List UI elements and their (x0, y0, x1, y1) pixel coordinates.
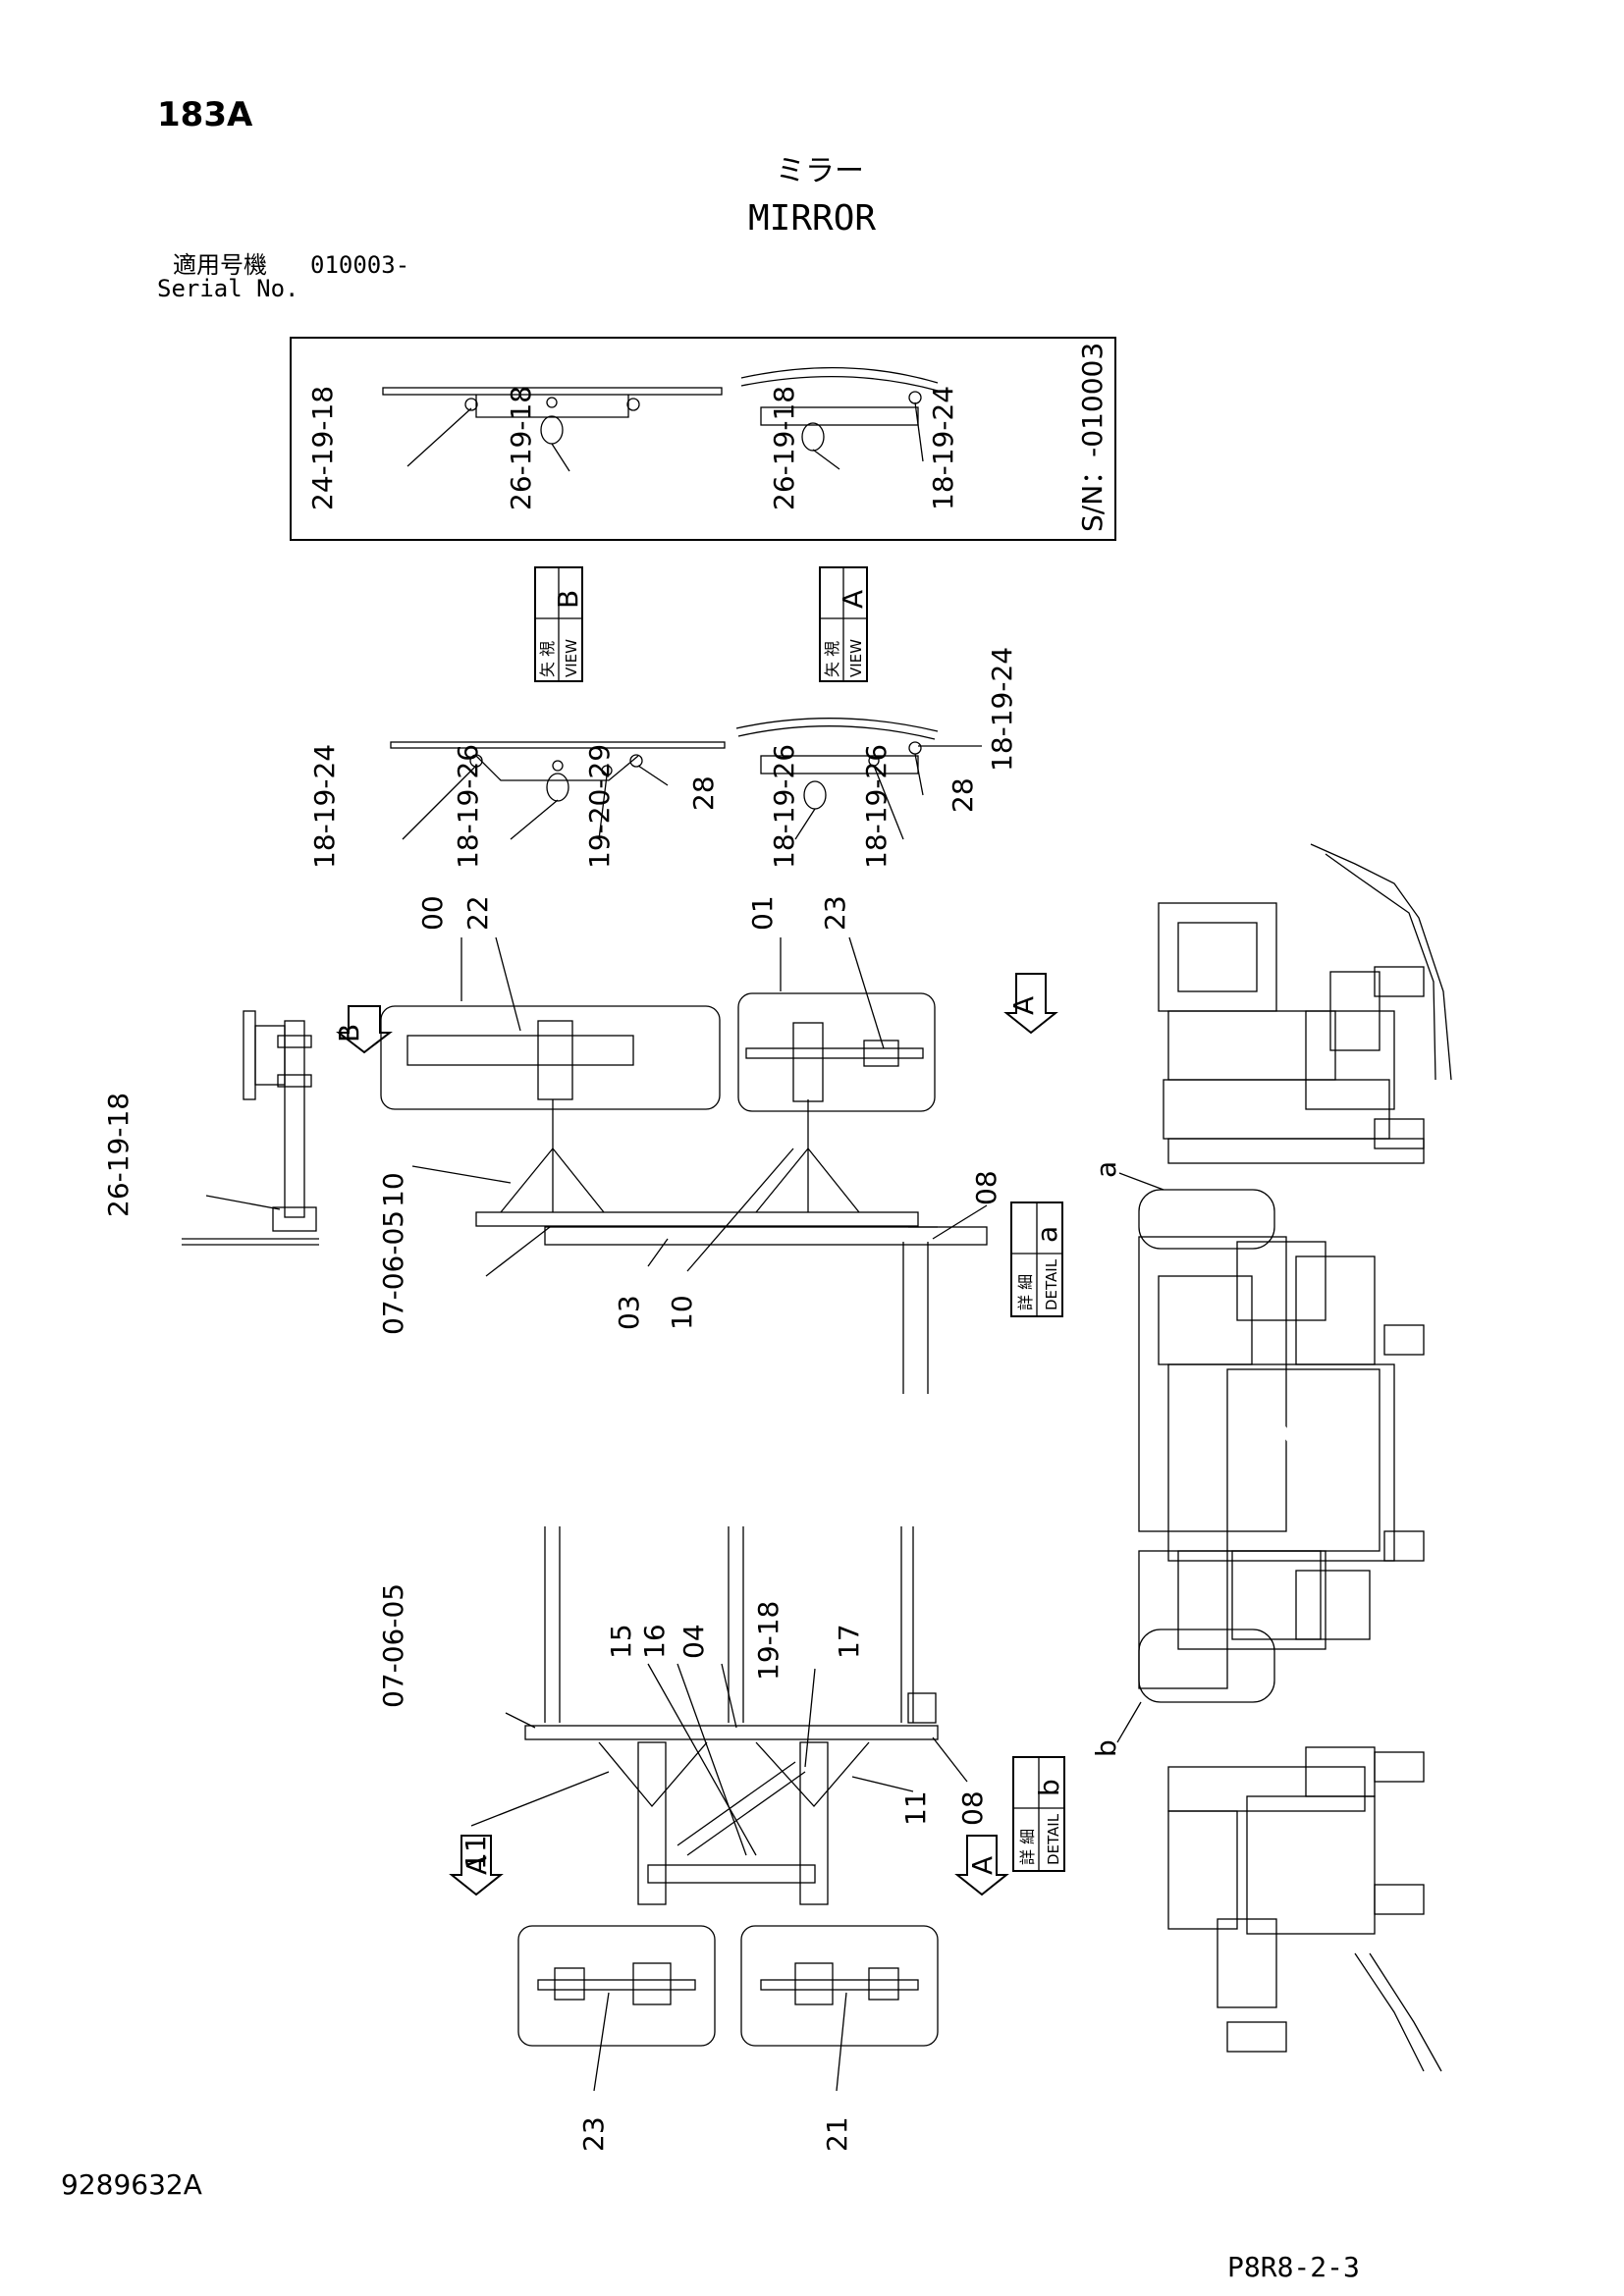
callout-label: 矢 視 (823, 641, 841, 677)
callout-label: 21 (821, 2116, 853, 2152)
detail-a-drawing (380, 992, 988, 1394)
view-arrow-b: B (333, 1005, 393, 1054)
document-number: 9289632A (61, 2168, 202, 2201)
callout-label: 28 (947, 777, 979, 813)
detail-b-drawing (517, 1526, 939, 2047)
callout-label: B (333, 1024, 365, 1042)
callout-label: 11 (460, 1835, 492, 1870)
callout-label: 22 (461, 895, 494, 931)
callout-label: 18-19-26 (860, 744, 893, 869)
serial-box-callout: 26-19-18 (768, 386, 800, 510)
callout-label: VIEW (847, 639, 865, 677)
callout-label: 矢 視 (538, 641, 557, 677)
serial-box-callout: 18-19-24 (927, 386, 959, 510)
side-view-drawing: 26-19-18 (102, 1010, 319, 1246)
title-english: MIRROR (748, 198, 877, 239)
callout-label: 詳 細 (1016, 1274, 1035, 1310)
callout-label: 19-18 (752, 1601, 785, 1681)
callout-label: 15 (605, 1624, 637, 1659)
callout-label: 10 (666, 1295, 698, 1330)
detail-b-callouts: 07-06-05 15 16 04 19-18 17 11 11 08 23 2… (377, 1583, 989, 2152)
callout-label: 11 (899, 1790, 932, 1826)
callout-label: 18-19-24 (308, 744, 341, 869)
machine-overview-drawing: a b (1090, 843, 1452, 2072)
callout-label: 18-19-24 (986, 647, 1018, 772)
page-number: 183A (157, 95, 253, 134)
callout-label: 07-06-05 (377, 1210, 409, 1335)
serial-value: 010003- (310, 251, 410, 279)
callout-label: 08 (956, 1790, 989, 1826)
callout-label: 04 (677, 1624, 710, 1659)
view-marker-a: 矢 視 VIEW A (819, 566, 869, 682)
callout-label: DETAIL (1043, 1258, 1060, 1310)
callout-label: 10 (377, 1172, 409, 1207)
callout-label: A (837, 590, 869, 609)
serial-label-english: Serial No. (157, 275, 299, 302)
callout-label: 00 (416, 895, 449, 931)
callout-label: 18-19-26 (452, 744, 484, 869)
callout-label: 16 (638, 1624, 671, 1659)
callout-label: B (552, 590, 584, 609)
view-a-drawing: 18-19-26 18-19-26 28 18-19-24 (735, 647, 1018, 869)
callout-label: 28 (687, 775, 720, 811)
callout-label: a (1090, 1161, 1122, 1178)
callout-label: b (1090, 1739, 1122, 1757)
detail-a-callouts: 00 22 01 23 10 08 07-06-05 03 10 (377, 895, 1002, 1335)
callout-label: 01 (746, 895, 779, 931)
sheet-reference: P8R8-2-3 (1227, 2251, 1360, 2283)
callout-label: 26-19-18 (102, 1093, 135, 1217)
callout-label: A (1007, 996, 1040, 1015)
serial-box-callout: 26-19-18 (505, 386, 537, 510)
serial-box-callout: 24-19-18 (306, 386, 339, 510)
title-japanese: ミラー (776, 154, 864, 188)
callout-label: 17 (833, 1624, 865, 1659)
callout-label: A (460, 1856, 493, 1875)
callout-label: b (1033, 1779, 1065, 1796)
callout-label: A (966, 1856, 999, 1875)
callout-label: a (1031, 1226, 1063, 1243)
callout-label: VIEW (563, 639, 580, 677)
view-arrow-a-left: A (449, 1835, 504, 1896)
callout-label: DETAIL (1045, 1813, 1062, 1865)
callout-label: 19-20-29 (583, 744, 616, 869)
callout-label: 07-06-05 (377, 1583, 409, 1708)
detail-marker-a: 詳 細 DETAIL a (1010, 1201, 1063, 1317)
callout-label: 08 (970, 1170, 1002, 1205)
detail-marker-b: 詳 細 DETAIL b (1012, 1756, 1065, 1872)
serial-number-box: 24-19-18 26-19-18 26-19-18 18-19-24 S/N：… (290, 337, 1116, 541)
view-arrow-a-top: A (1003, 973, 1058, 1035)
view-marker-b: 矢 視 VIEW B (534, 566, 584, 682)
callout-label: 18-19-26 (768, 744, 800, 869)
callout-label: 詳 細 (1018, 1829, 1037, 1865)
callout-label: 03 (613, 1295, 645, 1330)
serial-label-japanese: 適用号機 (173, 251, 267, 279)
callout-label: 23 (577, 2116, 610, 2152)
callout-label: 23 (819, 895, 851, 931)
view-b-drawing: 18-19-24 18-19-26 19-20-29 28 (308, 741, 726, 869)
serial-box-label: S/N：-010003 (1076, 343, 1109, 532)
view-arrow-a-right: A (954, 1835, 1009, 1896)
